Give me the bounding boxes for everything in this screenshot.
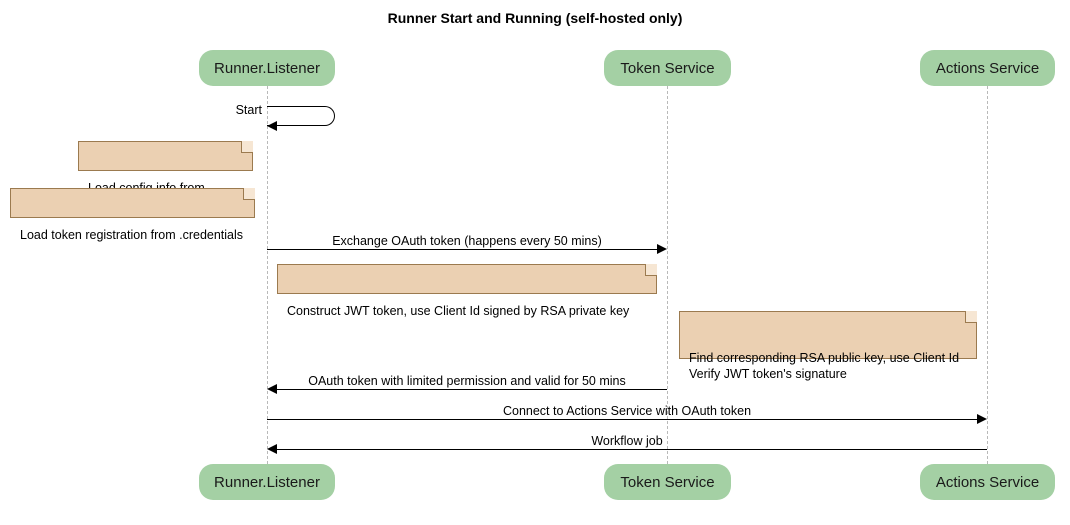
note-fold-corner-icon (241, 141, 253, 153)
participant-runner-top[interactable]: Runner.Listener (199, 50, 335, 86)
message-exchange-oauth-line (267, 249, 657, 250)
participant-label: Runner.Listener (214, 473, 320, 491)
message-connect-actions-label: Connect to Actions Service with OAuth to… (502, 404, 752, 418)
note-text: Load token registration from .credential… (20, 228, 244, 242)
participant-label: Runner.Listener (214, 59, 320, 77)
message-exchange-oauth-arrowhead (657, 244, 667, 254)
self-message-start-loop (267, 106, 335, 126)
note-fold-corner-icon (645, 264, 657, 276)
message-connect-actions-line (267, 419, 977, 420)
message-oauth-return-arrowhead (267, 384, 277, 394)
message-oauth-return-label: OAuth token with limited permission and … (308, 374, 626, 388)
message-oauth-return-line (277, 389, 667, 390)
participant-label: Actions Service (935, 473, 1040, 491)
note-text: Construct JWT token, use Client Id signe… (287, 304, 630, 318)
message-connect-actions-arrowhead (977, 414, 987, 424)
message-exchange-oauth-label: Exchange OAuth token (happens every 50 m… (332, 234, 602, 248)
note-text: Find corresponding RSA public key, use C… (689, 351, 960, 381)
participant-label: Token Service (620, 59, 715, 77)
participant-token-top[interactable]: Token Service (604, 50, 731, 86)
note-load-token-registration: Load token registration from .credential… (10, 188, 255, 242)
self-message-start-label: Start (235, 103, 262, 117)
participant-label: Actions Service (935, 59, 1040, 77)
participant-actions-top[interactable]: Actions Service (920, 50, 1055, 86)
note-construct-jwt: Construct JWT token, use Client Id signe… (277, 264, 657, 318)
participant-actions-bottom[interactable]: Actions Service (920, 464, 1055, 500)
note-fold-corner-icon (965, 311, 977, 323)
participant-runner-bottom[interactable]: Runner.Listener (199, 464, 335, 500)
self-message-start-arrowhead (267, 121, 277, 131)
message-workflow-job-line (277, 449, 987, 450)
note-fold-corner-icon (243, 188, 255, 200)
lifeline-runner (267, 86, 268, 464)
message-workflow-job-arrowhead (267, 444, 277, 454)
message-workflow-job-label: Workflow job (591, 434, 663, 448)
participant-label: Token Service (620, 473, 715, 491)
note-verify-jwt: Find corresponding RSA public key, use C… (679, 311, 977, 381)
note-load-config: Load config info from .runner (78, 141, 253, 211)
lifeline-token (667, 86, 668, 464)
lifeline-actions (987, 86, 988, 464)
page-title: Runner Start and Running (self-hosted on… (387, 10, 683, 26)
participant-token-bottom[interactable]: Token Service (604, 464, 731, 500)
